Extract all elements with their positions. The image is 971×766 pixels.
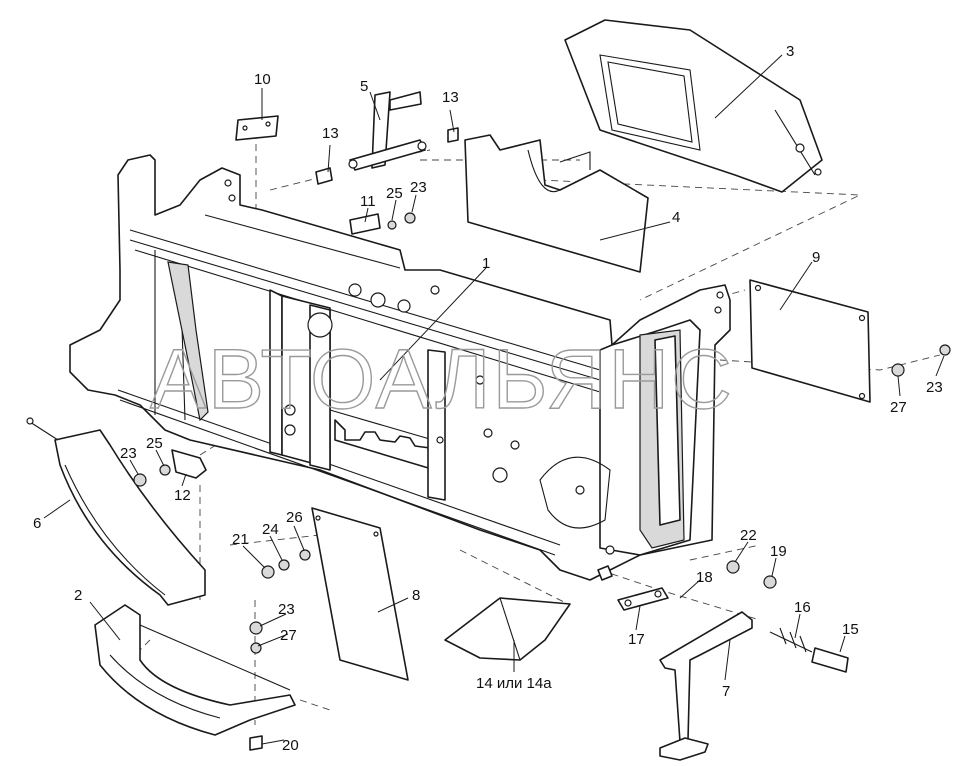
part-2-lower-guard <box>94 604 296 736</box>
callout-10: 10 <box>254 71 271 88</box>
callout-3: 3 <box>786 43 794 60</box>
part-12-clip <box>171 449 207 479</box>
leader-lines <box>43 54 945 745</box>
callout-12: 12 <box>174 487 191 504</box>
callout-13-left: 13 <box>322 125 339 142</box>
part-11-plate <box>349 213 381 235</box>
callout-27-bottom: 27 <box>280 627 297 644</box>
callout-23-bottom: 23 <box>278 601 295 618</box>
callout-25-left: 25 <box>146 435 163 452</box>
callout-20: 20 <box>282 737 299 754</box>
callout-24: 24 <box>262 521 279 538</box>
callout-2: 2 <box>74 587 82 604</box>
callout-22: 22 <box>740 527 757 544</box>
callout-7: 7 <box>722 683 730 700</box>
callout-16: 16 <box>794 599 811 616</box>
callout-14: 14 или 14а <box>476 675 552 692</box>
hardware-fasteners <box>133 127 951 751</box>
callout-19: 19 <box>770 543 787 560</box>
callout-27-right: 27 <box>890 399 907 416</box>
callout-8: 8 <box>412 587 420 604</box>
callout-23-left: 23 <box>120 445 137 462</box>
callout-1: 1 <box>482 255 490 272</box>
watermark-text: АВТОАЛЬЯНС <box>150 332 734 426</box>
callout-5: 5 <box>360 78 368 95</box>
part-6-curved-shield <box>26 417 206 606</box>
callout-18: 18 <box>696 569 713 586</box>
callout-17: 17 <box>628 631 645 648</box>
callout-15: 15 <box>842 621 859 638</box>
part-15-16-bolt-spring <box>769 627 849 673</box>
part-8-flat-panel <box>311 507 409 681</box>
callout-11: 11 <box>360 193 376 210</box>
part-4-bracket-plate <box>464 134 649 273</box>
part-9-side-plate <box>749 279 871 403</box>
callout-23-right: 23 <box>926 379 943 396</box>
callout-26: 26 <box>286 509 303 526</box>
callout-4: 4 <box>672 209 680 226</box>
callout-9: 9 <box>812 249 820 266</box>
callout-labels: 1 2 3 4 5 6 7 8 9 10 11 12 13 13 14 или … <box>33 43 943 754</box>
part-17-link-plate <box>617 587 669 611</box>
callout-25-top: 25 <box>386 185 403 202</box>
part-3-cover-panel <box>564 19 823 193</box>
part-7-support-stand <box>659 611 753 761</box>
callout-13-right: 13 <box>442 89 459 106</box>
part-5-lever <box>348 91 427 171</box>
part-1-main-frame <box>69 154 731 581</box>
part-14-scoop <box>444 597 571 661</box>
callout-23-top: 23 <box>410 179 427 196</box>
callout-21: 21 <box>232 531 249 548</box>
callout-6: 6 <box>33 515 41 532</box>
part-10-small-plate <box>235 115 279 141</box>
